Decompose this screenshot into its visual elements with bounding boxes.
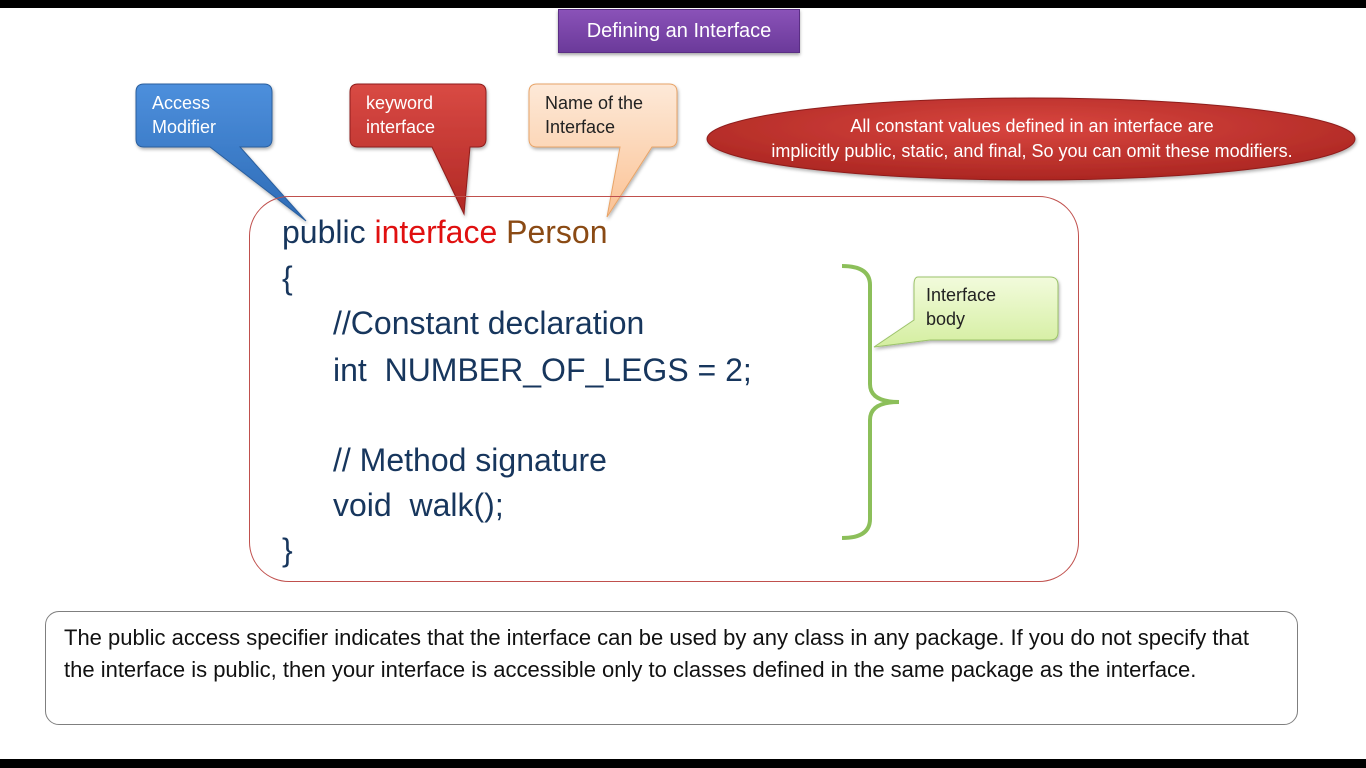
top-black-bar <box>0 0 1366 8</box>
constants-note: All constant values defined in an interf… <box>712 114 1352 164</box>
interface-name-label: Name of the Interface <box>545 93 644 137</box>
interface-name: Person <box>506 214 608 250</box>
name-callout <box>528 83 678 218</box>
interface-keyword: interface <box>374 214 498 250</box>
public-keyword: public <box>282 214 366 250</box>
keyword-callout <box>349 83 487 216</box>
note-line-1: All constant values defined in an interf… <box>850 116 1214 136</box>
code-comment-method: // Method signature <box>333 442 607 478</box>
code-declaration-line: public interface Person <box>282 212 608 252</box>
note-ellipse <box>706 97 1356 181</box>
body-callout <box>873 276 1059 348</box>
code-open-brace: { <box>282 260 293 296</box>
keyword-interface-label: keyword interface <box>366 93 436 137</box>
code-method-line: void walk(); <box>333 487 504 523</box>
code-close-brace: } <box>282 532 293 568</box>
description-box: The public access specifier indicates th… <box>45 611 1298 725</box>
description-text: The public access specifier indicates th… <box>64 625 1250 682</box>
curly-brace <box>841 264 900 540</box>
code-constant-line: int NUMBER_OF_LEGS = 2; <box>333 352 752 388</box>
code-box <box>249 196 1079 582</box>
note-line-2: implicitly public, static, and final, So… <box>771 141 1293 161</box>
slide-title: Defining an Interface <box>558 9 800 53</box>
code-comment-constant: //Constant declaration <box>333 305 645 341</box>
bottom-black-bar <box>0 759 1366 768</box>
interface-body-label: Interface body <box>926 285 997 329</box>
access-modifier-label: Access Modifier <box>152 93 217 137</box>
access-modifier-callout <box>135 83 307 222</box>
